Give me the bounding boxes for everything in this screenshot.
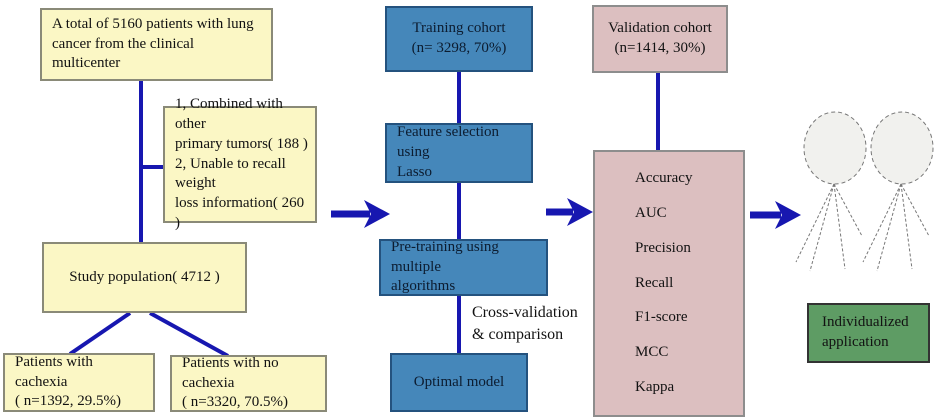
figure-person-left [795, 111, 867, 272]
pretraining-line1: Pre-training using multiple [391, 238, 499, 275]
validation-line1: Validation cohort [608, 20, 712, 37]
flow-arrow-1 [331, 200, 390, 228]
individualized-line1: Individualized [822, 314, 909, 331]
no-cachexia-line2: ( n=3320, 70.5%) [182, 394, 288, 411]
flow-arrow-3 [750, 201, 801, 229]
feature-line2: Lasso [397, 163, 432, 180]
metric-item-accuracy: Accuracy [635, 170, 693, 187]
exclusion-line2: primary tumors( 188 ) [175, 135, 308, 152]
box-total-line2: cancer from the clinical multicenter [52, 35, 195, 72]
figure-person-right [862, 111, 934, 272]
metric-item-auc: AUC [635, 205, 667, 222]
box-exclusion-criteria: 1, Combined with other primary tumors( 1… [163, 96, 317, 231]
cachexia-line1: Patients with cachexia [15, 353, 93, 390]
box-study-population: Study population( 4712 ) [42, 242, 247, 313]
feature-line1: Feature selection using [397, 124, 500, 161]
box-individualized-application: Individualized application [807, 303, 930, 363]
connector-study-to-cachexia [68, 311, 132, 356]
box-metrics: Accuracy AUC Precision Recall F1-score M… [593, 150, 745, 417]
cross-validation-line2: & comparison [472, 325, 564, 343]
validation-line2: (n=1414, 30%) [614, 40, 706, 56]
exclusion-line4: loss information( 260 ) [175, 195, 305, 231]
metric-item-kappa: Kappa [635, 378, 675, 395]
box-optimal-model: Optimal model [390, 353, 528, 412]
no-cachexia-line1: Patients with no cachexia [182, 354, 279, 391]
training-line1: Training cohort [412, 20, 506, 37]
box-total-line1: A total of 5160 patients with lung [52, 15, 254, 32]
exclusion-line3: 2, Unable to recall weight [175, 155, 286, 192]
study-population-label: Study population( 4712 ) [69, 268, 220, 285]
metric-item-precision: Precision [635, 239, 691, 256]
box-pretraining: Pre-training using multiple algorithms [379, 239, 548, 296]
cross-validation-label: Cross-validation & comparison [472, 302, 592, 345]
box-patients-cachexia: Patients with cachexia ( n=1392, 29.5%) [3, 353, 155, 412]
training-line2: (n= 3298, 70%) [411, 40, 507, 56]
box-feature-selection: Feature selection using Lasso [385, 123, 533, 183]
box-training-cohort: Training cohort (n= 3298, 70%) [385, 6, 533, 72]
cross-validation-line1: Cross-validation [472, 304, 578, 321]
flow-arrow-2 [546, 198, 593, 226]
box-total-patients: A total of 5160 patients with lung cance… [40, 8, 273, 81]
connector-study-to-no-cachexia [149, 311, 229, 358]
box-validation-cohort: Validation cohort (n=1414, 30%) [592, 5, 728, 73]
metric-item-recall: Recall [635, 274, 674, 291]
pretraining-line2: algorithms [391, 278, 456, 295]
individualized-line2: application [822, 334, 889, 350]
box-patients-no-cachexia: Patients with no cachexia ( n=3320, 70.5… [170, 355, 327, 412]
cachexia-line2: ( n=1392, 29.5%) [15, 393, 121, 410]
metric-item-mcc: MCC [635, 343, 669, 360]
metric-item-f1-score: F1-score [635, 309, 688, 326]
optimal-model-label: Optimal model [413, 373, 505, 390]
exclusion-line1: 1, Combined with other [175, 96, 283, 133]
